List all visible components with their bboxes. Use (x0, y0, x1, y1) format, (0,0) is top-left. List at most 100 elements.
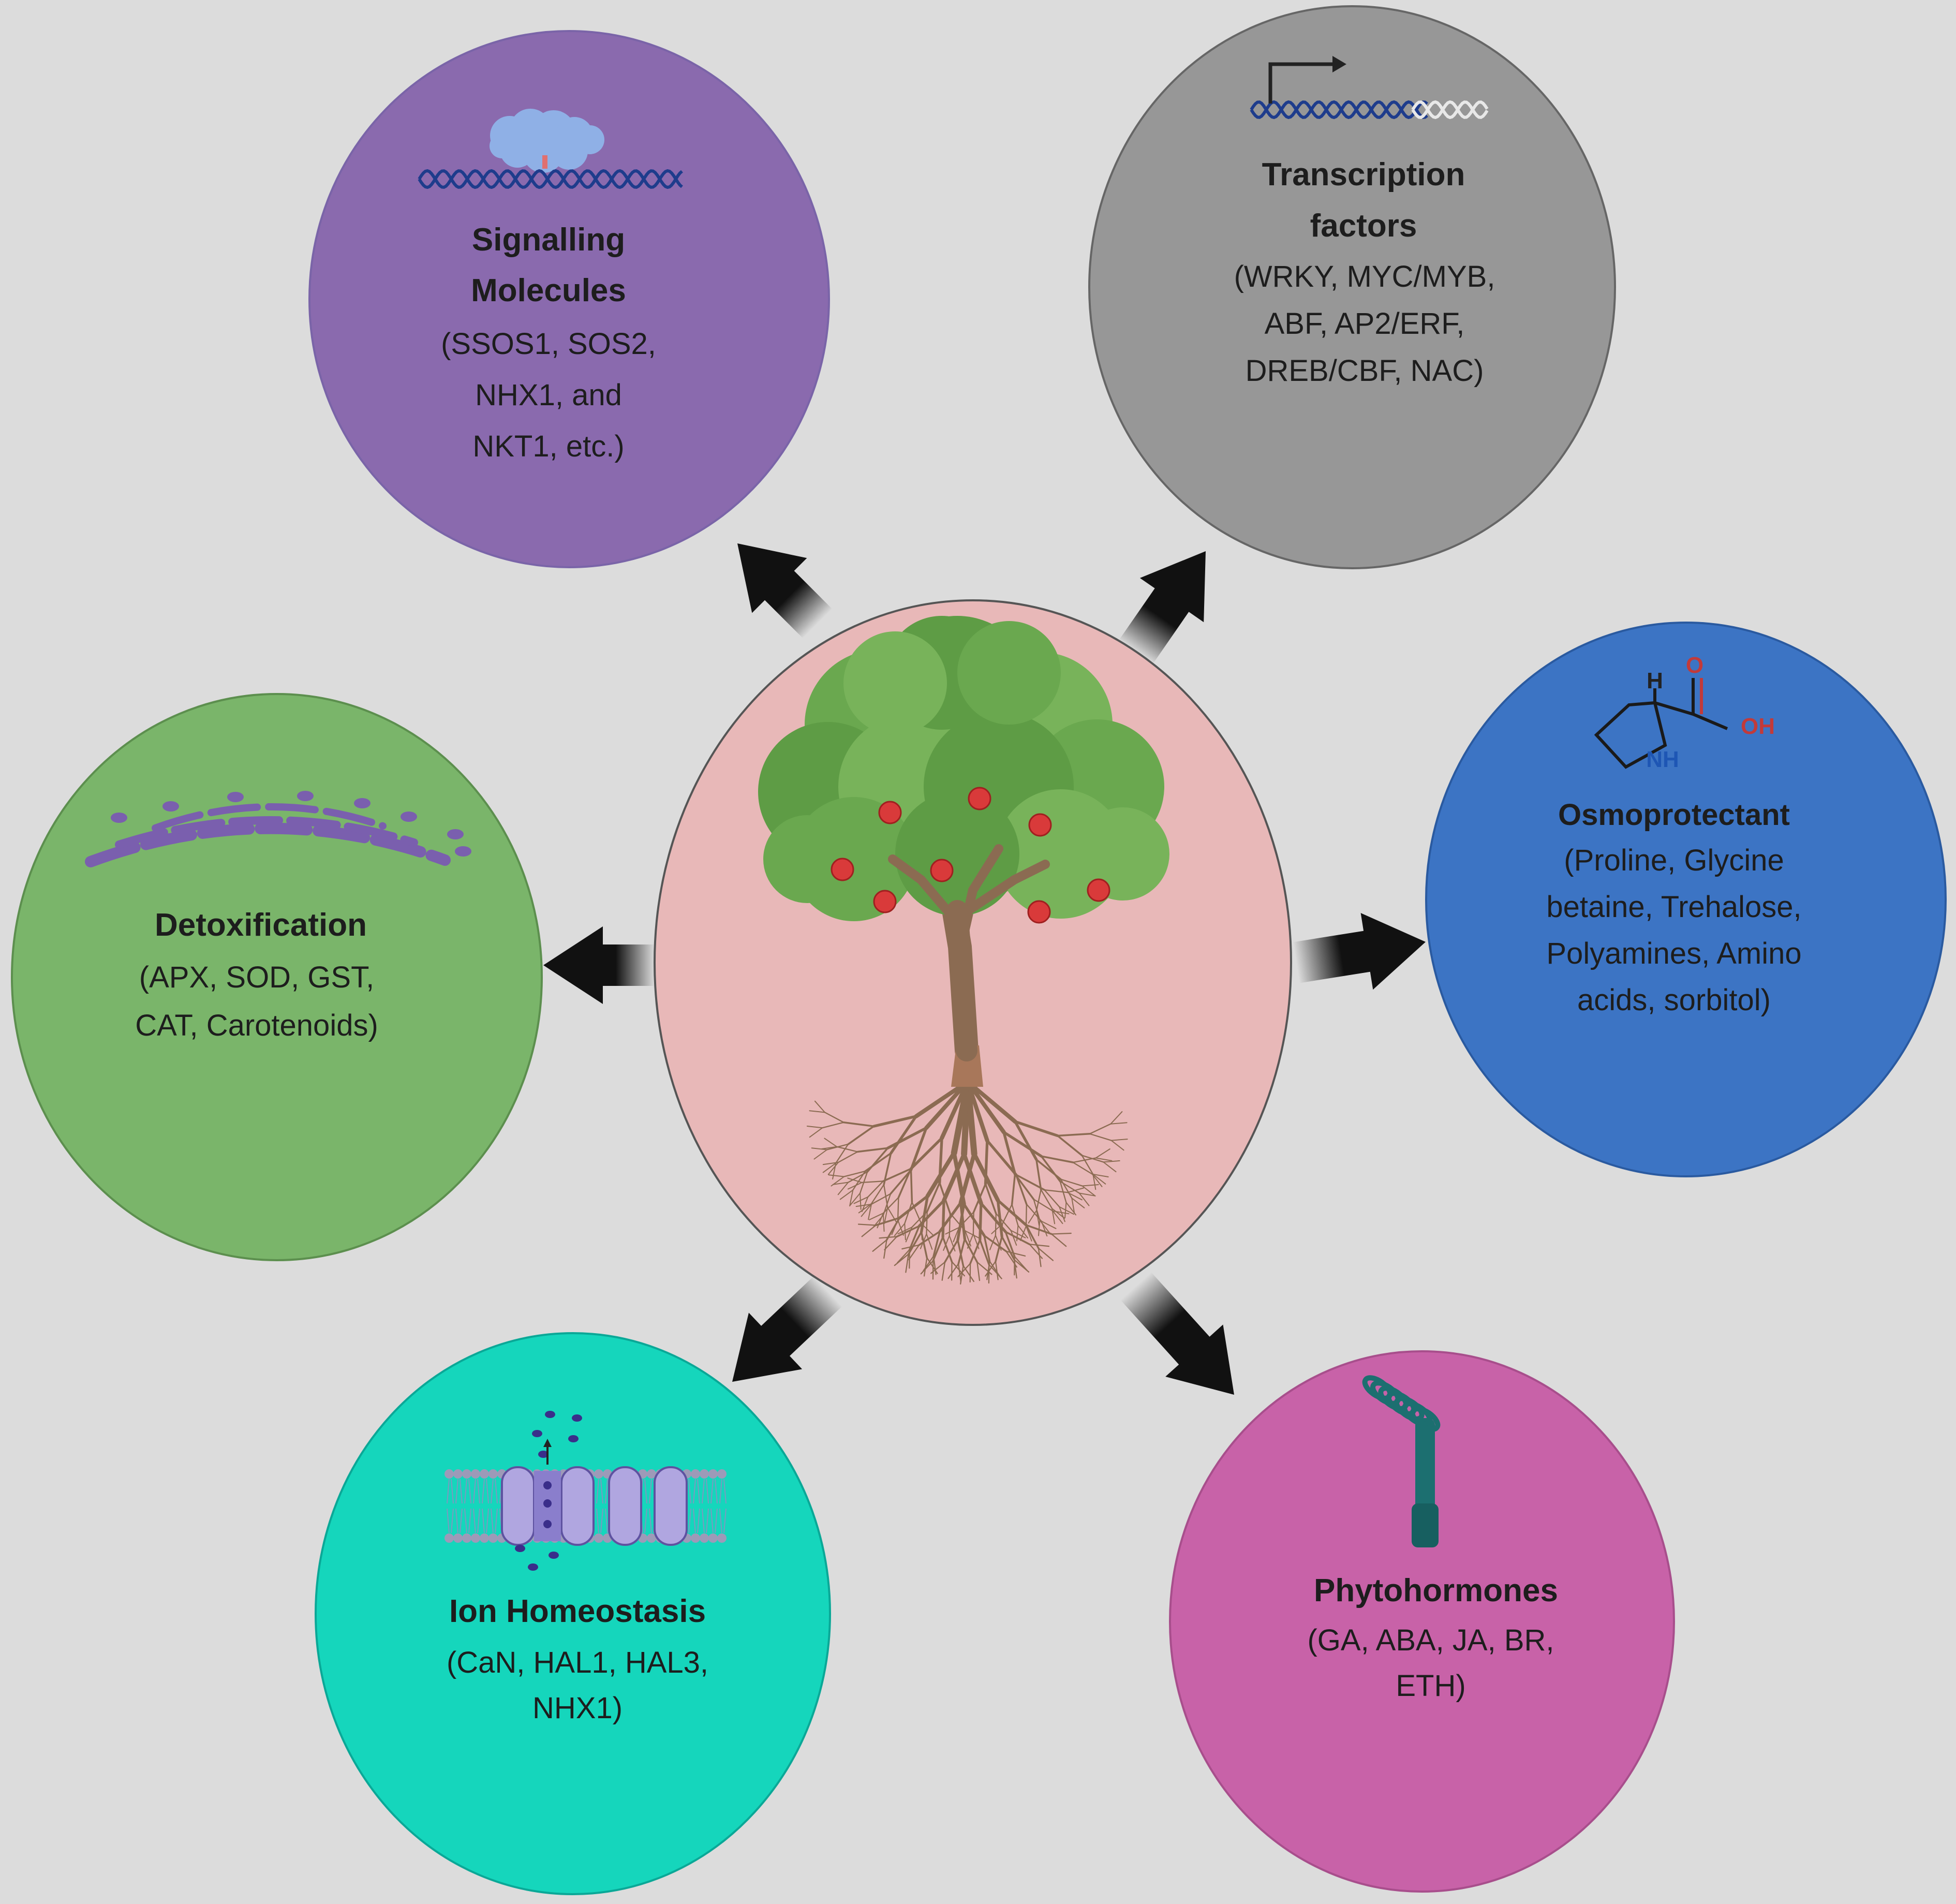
root (1040, 1155, 1074, 1163)
lipid-head (471, 1469, 480, 1479)
root (1035, 1158, 1062, 1180)
root (1059, 1206, 1075, 1215)
root (976, 1261, 981, 1281)
root (896, 1225, 921, 1238)
node-phytohormones: Phytohormones (GA, ABA, JA, BR,ETH) (1169, 1350, 1675, 1893)
root (821, 1146, 838, 1149)
root (852, 1170, 866, 1191)
root (837, 1151, 858, 1163)
root (1078, 1192, 1096, 1197)
efflux-arrow-head (543, 1439, 552, 1447)
root (989, 1235, 996, 1250)
root (1071, 1198, 1075, 1214)
arrow-to-phyto (1120, 1272, 1234, 1395)
root (814, 1100, 825, 1113)
root (871, 1184, 885, 1204)
root (921, 1222, 934, 1236)
root (883, 1152, 892, 1186)
osmoprotectant-circle (1425, 622, 1947, 1177)
lipid-tail (719, 1479, 727, 1533)
lipid-tail (464, 1479, 471, 1533)
text-line: (WRKY, MYC/MYB, (1234, 260, 1495, 293)
text-line: Transcription (1262, 157, 1465, 193)
lipid-head (453, 1533, 463, 1543)
tree-foliage (758, 616, 1169, 1061)
root (1059, 1180, 1067, 1203)
root (967, 1233, 974, 1249)
dna-strand (1411, 100, 1489, 120)
root (926, 1257, 938, 1274)
er-vesicle (401, 811, 417, 822)
root (1015, 1174, 1028, 1205)
ion-particle (528, 1563, 538, 1571)
root (962, 1152, 983, 1206)
arrow-to-detoxification (543, 926, 655, 1004)
root (1011, 1173, 1016, 1206)
root (907, 1231, 923, 1256)
fruit (1087, 878, 1110, 902)
root (932, 1230, 941, 1257)
root (894, 1223, 906, 1236)
root (956, 1202, 966, 1242)
ion-particle (532, 1430, 542, 1437)
root (952, 1150, 966, 1206)
ion-particle (549, 1552, 559, 1559)
root (896, 1249, 910, 1264)
text-line: (GA, ABA, JA, BR, (1307, 1623, 1554, 1657)
root (965, 1079, 977, 1157)
lipid-head (647, 1469, 656, 1479)
transcription-body: (WRKY, MYC/MYB,ABF, AP2/ERF,DREB/CBF, NA… (1234, 260, 1495, 388)
root (882, 1168, 912, 1183)
root (1010, 1230, 1017, 1246)
lipid-head (647, 1533, 656, 1543)
root (942, 1152, 967, 1203)
receptor-icon (1362, 1375, 1441, 1547)
root (813, 1149, 828, 1160)
root (855, 1203, 872, 1207)
root (806, 1126, 823, 1129)
lipid-tail (693, 1479, 700, 1533)
root (872, 1214, 884, 1228)
root (932, 1236, 944, 1262)
root (1110, 1139, 1128, 1141)
detoxification-title: Detoxification (155, 907, 367, 943)
lipid-tail (702, 1479, 709, 1533)
lipid-head (453, 1469, 463, 1479)
root (943, 1235, 950, 1251)
root (949, 1235, 956, 1252)
root (908, 1225, 921, 1251)
root (904, 1223, 906, 1241)
node-detoxification: Detoxification (APX, SOD, GST,CAT, Carot… (11, 693, 543, 1261)
root (1051, 1208, 1056, 1224)
root (849, 1192, 861, 1206)
root (996, 1199, 1028, 1227)
lipid-head (594, 1469, 603, 1479)
molecule-h: H (1647, 668, 1663, 693)
root (1110, 1111, 1123, 1125)
root (1081, 1185, 1095, 1197)
root (837, 1182, 849, 1195)
root (811, 1147, 828, 1150)
root (883, 1184, 888, 1208)
root (883, 1239, 887, 1259)
root (1017, 1225, 1029, 1238)
root (884, 1207, 888, 1224)
dna-strand (418, 169, 683, 189)
root (882, 1197, 899, 1214)
root (1091, 1173, 1109, 1177)
fruit (873, 890, 897, 913)
node-osmoprotectant: H O OH NH Osmoprotectant (Proline, Glyci… (1425, 622, 1947, 1177)
fruit (1027, 900, 1051, 924)
root (1035, 1158, 1042, 1191)
fruit (831, 858, 854, 881)
text-line: NHX1) (532, 1691, 623, 1725)
arrow-to-transcription (1119, 551, 1206, 664)
root (847, 1125, 875, 1145)
root (1010, 1230, 1026, 1238)
channel-subunit (560, 1466, 595, 1546)
root (1044, 1189, 1060, 1208)
text-line: (CaN, HAL1, HAL3, (447, 1646, 708, 1679)
